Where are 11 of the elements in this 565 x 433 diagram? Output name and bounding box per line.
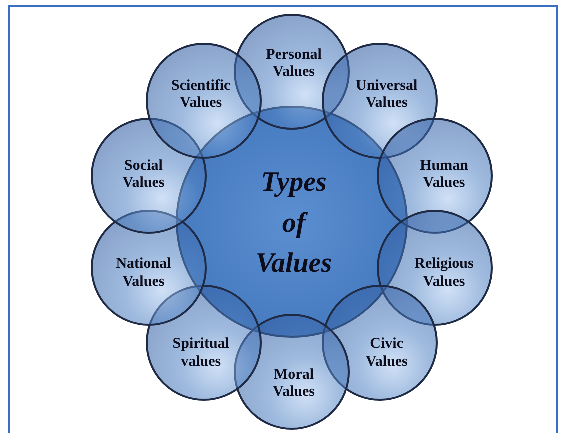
circle-label: Human Values	[420, 157, 468, 192]
circle-label: Religious Values	[414, 256, 474, 291]
circle-label: National Values	[116, 256, 172, 291]
circle-label: Spiritual values	[172, 336, 230, 371]
circle-label: Universal Values	[356, 77, 418, 112]
circle-label: Personal Values	[266, 46, 322, 82]
diagram-heading: Types of Values	[256, 166, 332, 282]
circle-label: Scientific Values	[172, 77, 231, 112]
circle-label: Moral Values	[273, 366, 315, 402]
circle-label: Civic Values	[366, 336, 408, 371]
circle-label: Social Values	[122, 157, 165, 192]
